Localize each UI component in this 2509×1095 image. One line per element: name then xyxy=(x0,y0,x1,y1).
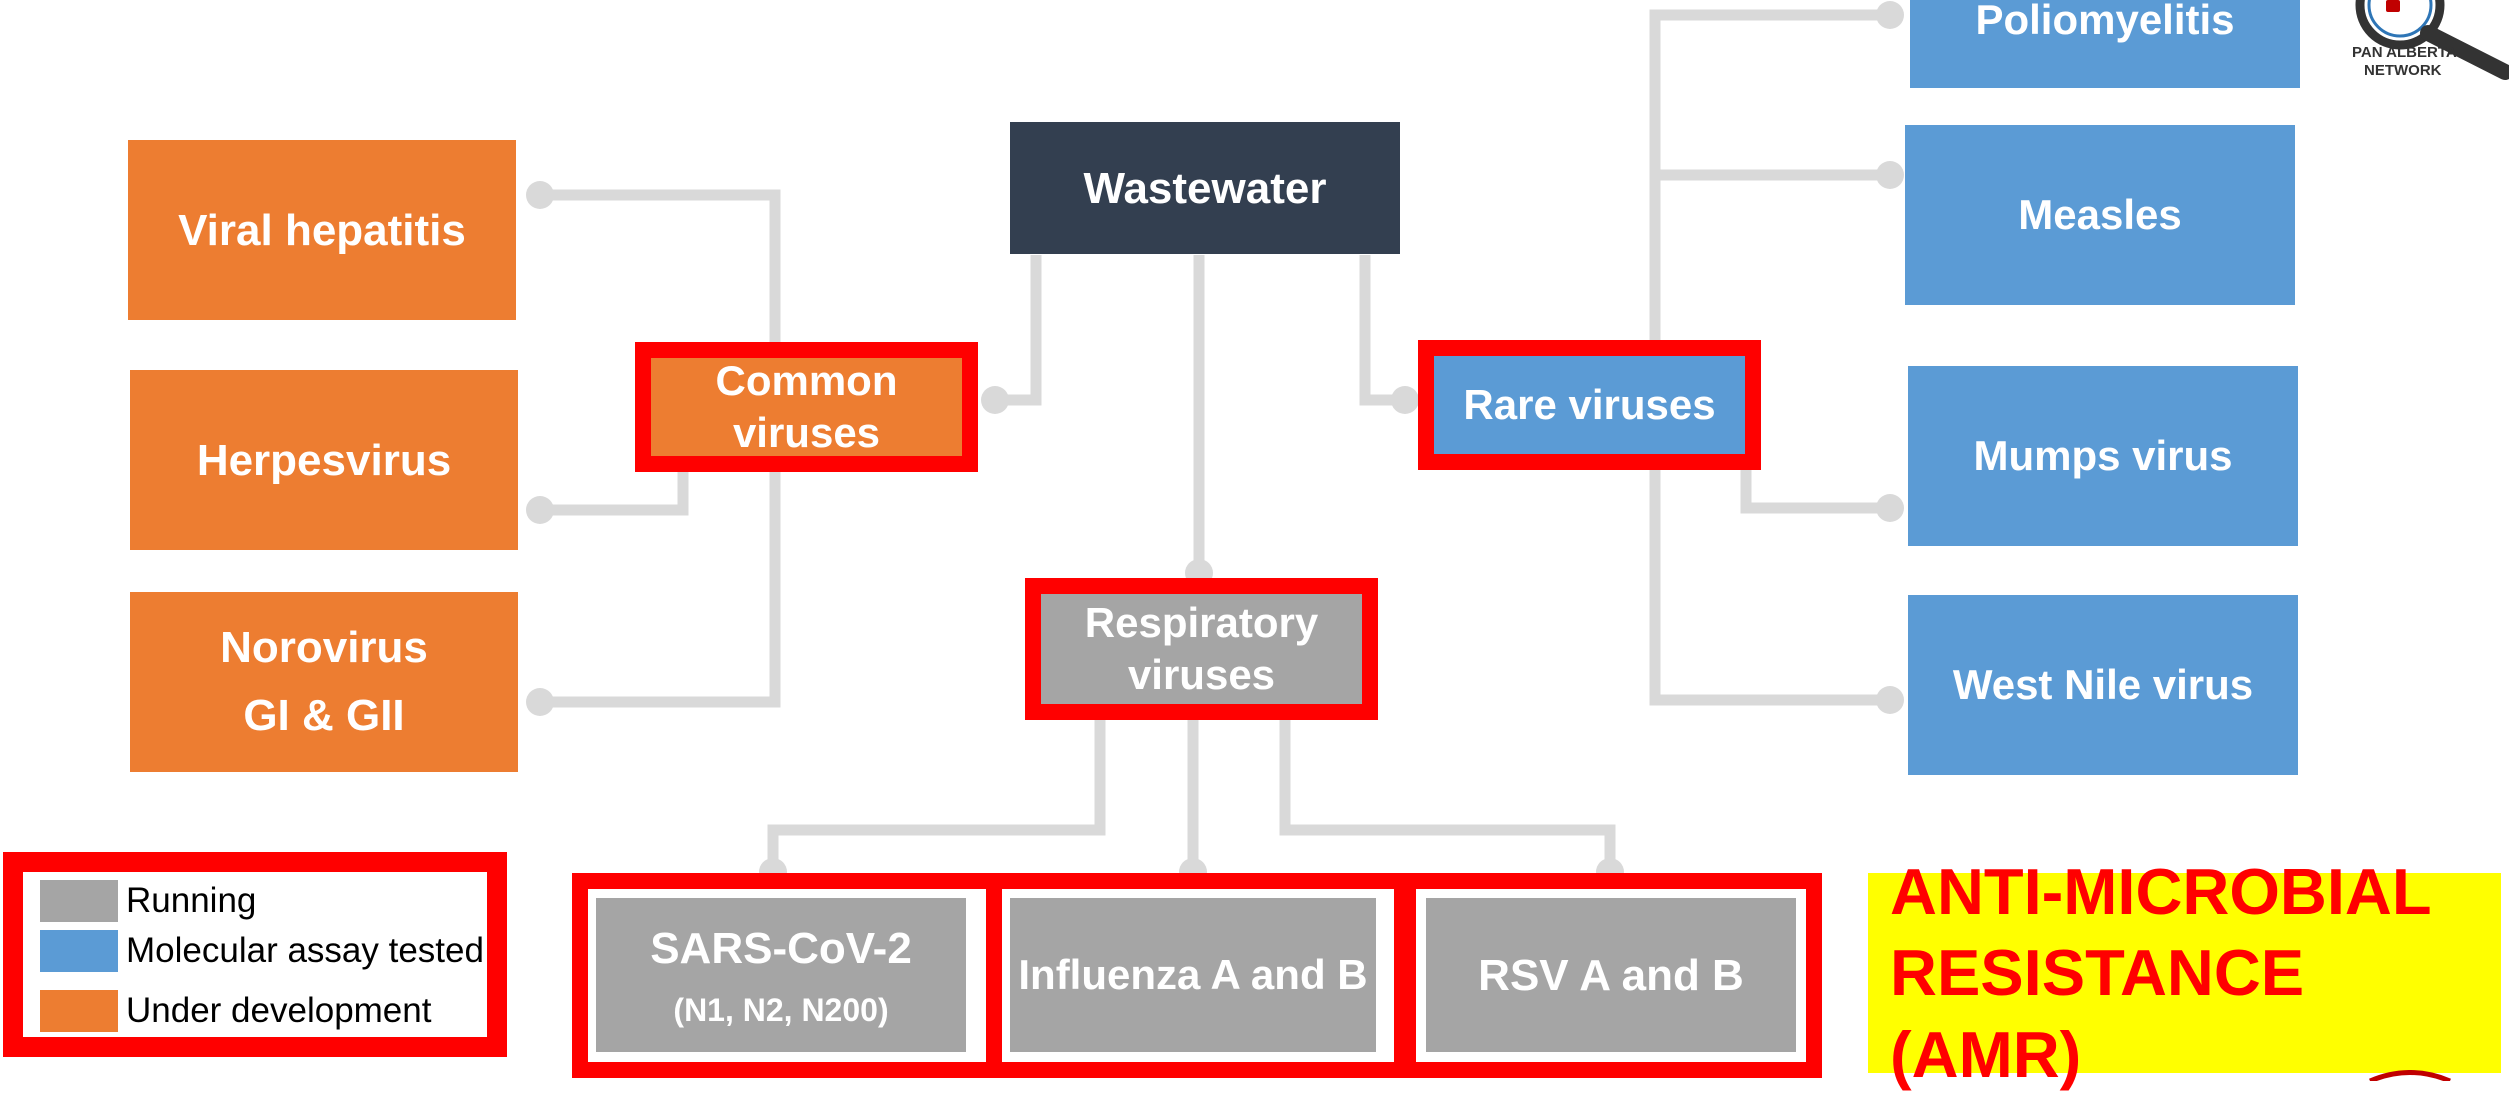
logo-text: PAN ALBERTA NETWORK xyxy=(2352,44,2457,80)
amr-banner: ANTI-MICROBIAL RESISTANCE (AMR) xyxy=(1868,855,2501,1091)
sars-cov-2-node: SARS-CoV-2 (N1, N2, N200) xyxy=(596,898,966,1052)
running-swatch xyxy=(40,880,118,922)
legend-label-development: Under development xyxy=(126,991,432,1030)
development-swatch xyxy=(40,990,118,1032)
west-nile-virus-node: West Nile virus xyxy=(1908,595,2298,775)
rsv-label: RSV A and B xyxy=(1478,950,1744,1000)
norovirus-node: Norovirus GI & GII xyxy=(130,592,518,772)
rare-viruses-node: Rare viruses xyxy=(1434,356,1745,454)
logo-line1: PAN ALBERTA xyxy=(2352,44,2457,61)
common-viruses-highlight xyxy=(635,342,978,472)
norovirus-line1: Norovirus xyxy=(220,622,428,672)
sars-cov-2-highlight xyxy=(572,873,1002,1078)
influenza-label: Influenza A and B xyxy=(1018,950,1368,998)
cropped-red-shape xyxy=(2369,1070,2451,1081)
common-viruses-line2: viruses xyxy=(732,409,881,456)
respiratory-viruses-line2: viruses xyxy=(1127,651,1276,698)
magnifier-logo-icon xyxy=(2355,0,2509,80)
rare-viruses-highlight xyxy=(1418,340,1761,470)
rare-viruses-label: Rare viruses xyxy=(1463,380,1716,428)
legend-label-running: Running xyxy=(126,881,257,920)
legend-item-running: Running xyxy=(40,880,256,922)
sars-cov-2-targets: (N1, N2, N200) xyxy=(673,991,889,1028)
legend-label-tested: Molecular assay tested xyxy=(126,931,484,970)
legend-item-development: Under development xyxy=(40,990,431,1032)
legend-item-tested: Molecular assay tested xyxy=(40,930,484,972)
respiratory-viruses-highlight xyxy=(1025,578,1378,720)
respiratory-viruses-line1: Respiratory xyxy=(1084,598,1319,646)
wastewater-label: Wastewater xyxy=(1083,163,1327,213)
common-viruses-line1: Common xyxy=(715,356,898,404)
viral-hepatitis-node: Viral hepatitis xyxy=(128,140,516,320)
influenza-node: Influenza A and B xyxy=(1010,898,1376,1052)
amr-line1: ANTI-MICROBIAL xyxy=(1890,855,2432,929)
norovirus-line2: GI & GII xyxy=(243,691,405,740)
logo-line2: NETWORK xyxy=(2364,62,2442,79)
poliomyelitis-node: Poliomyelitis xyxy=(1910,0,2300,88)
poliomyelitis-label: Poliomyelitis xyxy=(1975,0,2235,43)
measles-label: Measles xyxy=(2018,190,2182,238)
mumps-virus-node: Mumps virus xyxy=(1908,366,2298,546)
respiratory-viruses-node: Respiratory viruses xyxy=(1041,594,1362,704)
mumps-virus-label: Mumps virus xyxy=(1973,431,2233,479)
viral-hepatitis-label: Viral hepatitis xyxy=(178,205,466,255)
west-nile-virus-label: West Nile virus xyxy=(1952,660,2254,708)
measles-node: Measles xyxy=(1905,125,2295,305)
rsv-highlight xyxy=(1400,873,1822,1078)
herpesvirus-node: Herpesvirus xyxy=(130,370,518,550)
herpesvirus-label: Herpesvirus xyxy=(196,435,452,485)
wastewater-node: Wastewater xyxy=(1010,122,1400,254)
common-viruses-node: Common viruses xyxy=(651,356,962,456)
amr-line2: RESISTANCE (AMR) xyxy=(1890,936,2305,1091)
rsv-node: RSV A and B xyxy=(1426,898,1796,1052)
sars-cov-2-label: SARS-CoV-2 xyxy=(650,923,912,973)
tested-swatch xyxy=(40,930,118,972)
